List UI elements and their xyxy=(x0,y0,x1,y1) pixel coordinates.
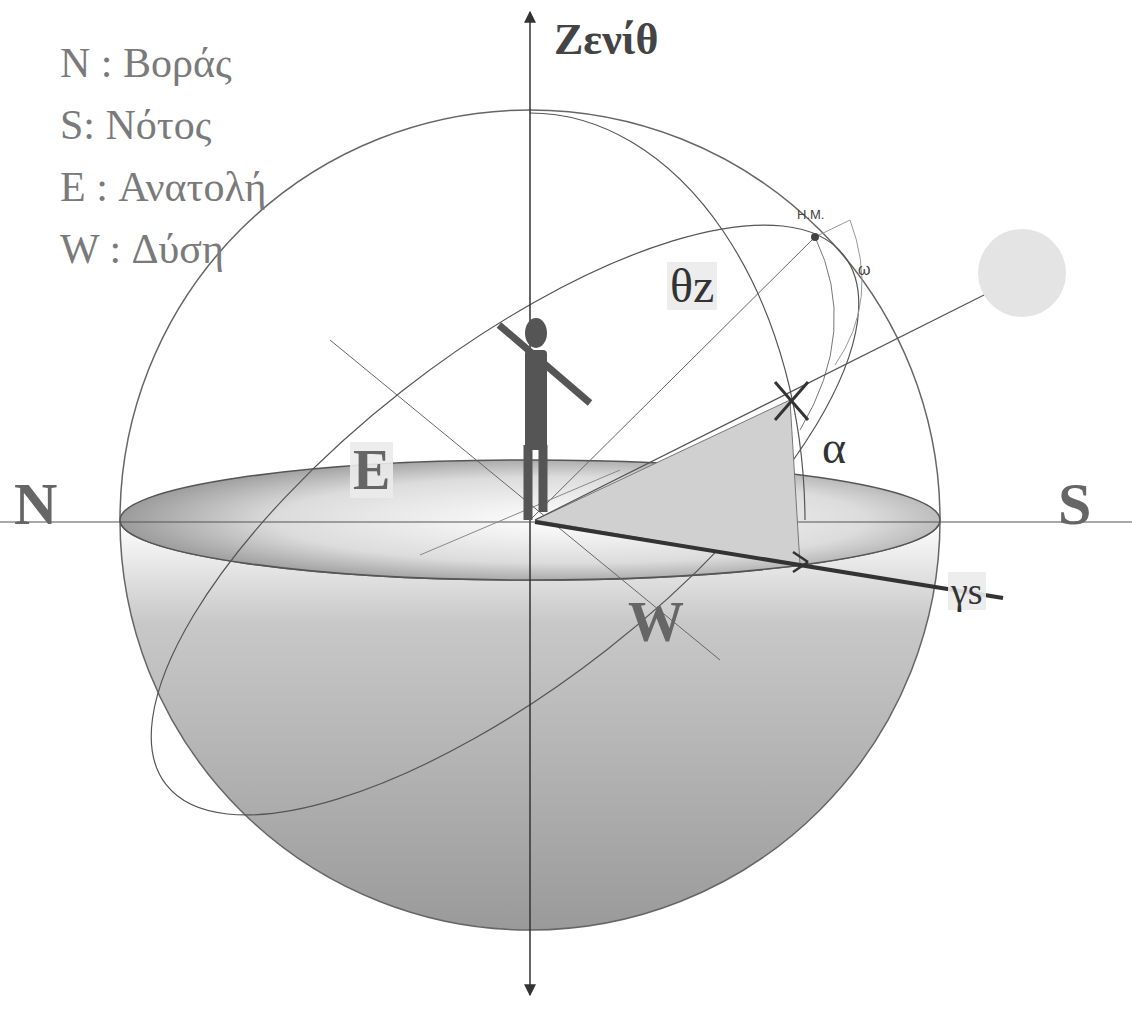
azimuth-label: γs xyxy=(948,572,986,610)
hour-angle-label: ω xyxy=(858,262,871,278)
north-label: N xyxy=(14,474,57,534)
zenith-angle-label: θz xyxy=(667,262,717,310)
zenith-label: Ζενίθ xyxy=(554,18,658,62)
south-label: S xyxy=(1058,474,1091,534)
observer-figure xyxy=(499,318,590,520)
altitude-label: α xyxy=(822,425,846,471)
legend-text: E : Ανατολή xyxy=(60,166,266,208)
legend-text: W : Δύση xyxy=(60,228,224,270)
legend-text: N : Βοράς xyxy=(60,42,232,84)
meridian-point-label: Η.Μ. xyxy=(797,208,824,221)
west-label: W xyxy=(628,594,684,650)
east-label: E xyxy=(350,442,393,498)
legend-text: S: Νότος xyxy=(60,104,211,146)
